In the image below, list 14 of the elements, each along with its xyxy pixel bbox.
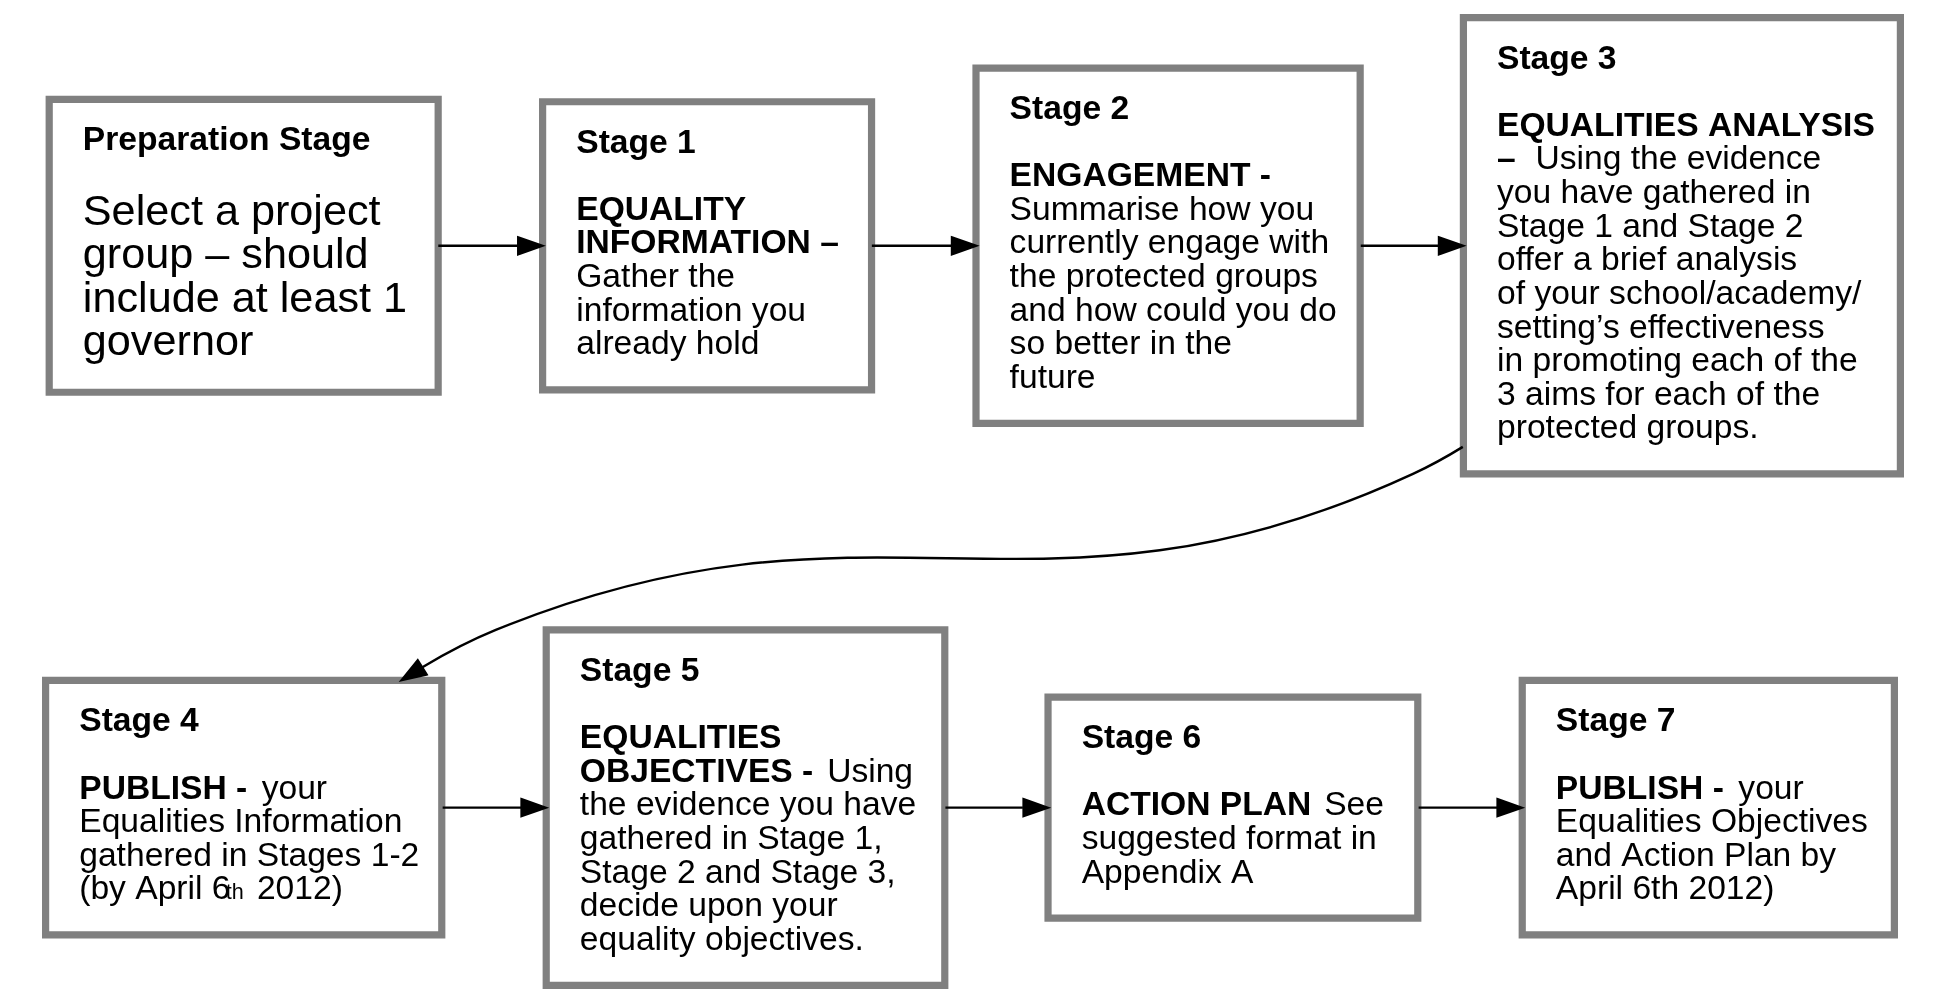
arrow [438, 235, 546, 256]
arrow [945, 797, 1052, 818]
node-box: Preparation Stage Select a project group – should include at least 1 governor [45, 95, 442, 396]
node-box: Stage 6 ACTION PLAN See suggested format in Appendix A [1044, 693, 1422, 922]
node-box: Stage 2 ENGAGEMENT - Summarise how you currently engage with the protected groups and how could you do so better in the future [972, 64, 1364, 428]
arrow [398, 445, 1464, 682]
node-box: Stage 5 EQUALITIES OBJECTIVES - Using the evidence you have gathered in Stage 1, Stage 2 and Stage 3, decide upon your equality objectives. [542, 626, 949, 989]
node-box: Stage 7 PUBLISH - your Equalities Objectives and Action Plan by April 6th 2012) [1518, 676, 1898, 939]
node-box: Stage 3 EQUALITIES ANALYSIS – Using the evidence you have gathered in Stage 1 and Stage 2 offer a brief analysis of your school/academy/ setting’s effectiveness in promoting each of the 3 aims for each of the protected groups. [1459, 14, 1904, 478]
arrow [1418, 797, 1526, 818]
node-box: Stage 1 EQUALITY INFORMATION – Gather the information you already hold [539, 98, 876, 394]
arrow [1360, 235, 1467, 256]
arrow [442, 797, 550, 818]
arrow [871, 235, 980, 256]
